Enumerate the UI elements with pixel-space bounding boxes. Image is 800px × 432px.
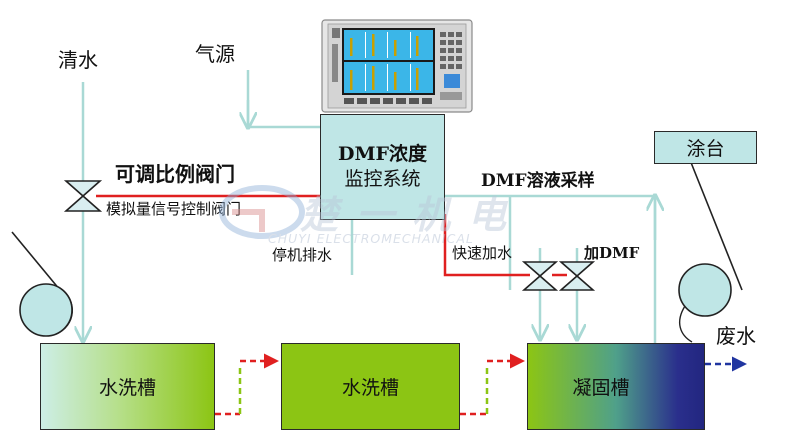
unwind-roller-icon [11,231,74,337]
prop-valve-label: 可调比例阀门 [115,162,235,186]
wash-tank-1: 水洗槽 [40,343,215,430]
add-dmf-label: 加DMF [584,244,640,262]
air-source-label: 气源 [195,42,235,66]
fast-water-label: 快速加水 [452,244,513,262]
fast-water-valve-icon [521,261,559,291]
dmf-monitor-title-line1: DMF浓度 [338,143,427,166]
coagulation-tank: 凝固槽 [527,343,705,430]
clean-water-label: 清水 [58,48,98,72]
add-dmf-valve-icon [558,261,596,291]
coagulation-tank-label: 凝固槽 [572,377,630,399]
flow-tank2-to-tank3 [460,353,525,416]
waste-water-label: 废水 [716,324,756,348]
dmf-sampling-label: DMF溶液采样 [481,171,595,191]
dmf-monitor-box: DMF浓度 监控系统 [320,114,445,220]
wash-tank-2-label: 水洗槽 [341,377,399,399]
coating-roller-icon [678,159,743,343]
signal-line-fast-valve [443,214,530,277]
flow-tank1-to-tank2 [215,353,279,416]
analog-valve-label: 模拟量信号控制阀门 [106,200,242,218]
wash-tank-2: 水洗槽 [281,343,460,430]
stop-drain-label: 停机排水 [272,246,333,264]
controller-device-icon [321,19,473,113]
coating-table-box: 涂台 [654,131,757,164]
coating-table-label: 涂台 [686,138,725,160]
dmf-monitor-title-line2: 监控系统 [344,168,421,190]
air-source-pipe [246,70,320,129]
dmf-sampling-pipe [445,194,657,343]
prop-valve-icon [63,180,103,212]
wash-tank-1-label: 水洗槽 [98,377,156,399]
